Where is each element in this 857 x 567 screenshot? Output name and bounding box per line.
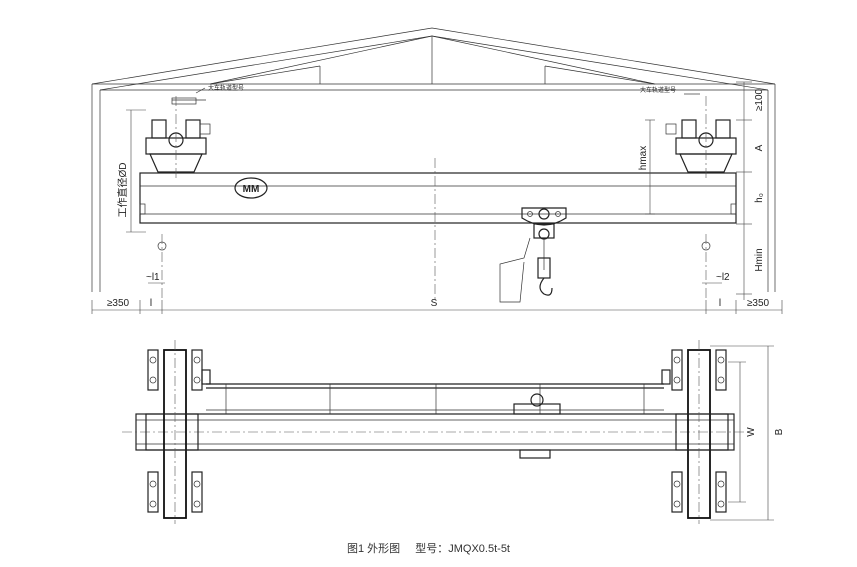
dim-W-B	[710, 345, 774, 521]
label-W: W	[746, 427, 757, 437]
building-columns	[91, 84, 776, 292]
logo-text: MM	[243, 184, 260, 195]
dim-span-row	[91, 300, 783, 314]
label-S: S	[431, 298, 438, 309]
label-hmax: hmax	[638, 146, 649, 170]
figure-caption: 图1 外形图 型号：JMQX0.5t-5t	[0, 540, 857, 556]
logo-badge: MM	[234, 177, 268, 199]
plan-hoist-trolley	[513, 393, 561, 459]
main-girder	[139, 172, 737, 224]
plan-end-carriage-right	[661, 340, 729, 524]
label-l-right: l	[719, 298, 721, 309]
label-Hmin: Hmin	[754, 248, 765, 271]
label-A: A	[754, 144, 765, 151]
rail-note-right: 大车轨道型号	[640, 86, 676, 94]
caption-model: 型号：JMQX0.5t-5t	[415, 543, 510, 555]
label-l-left: l	[150, 298, 152, 309]
end-carriage-right	[665, 93, 737, 180]
end-carriage-left	[145, 87, 211, 180]
dim-wheel-dia	[126, 109, 146, 233]
building-roof-truss	[91, 27, 776, 91]
rail-note-left: 大车轨道型号	[208, 84, 244, 92]
label-l2: ~l2	[716, 272, 730, 283]
dim-hmax	[645, 119, 655, 215]
label-l1: ~l1	[146, 272, 160, 283]
label-h0: h₀	[754, 193, 765, 203]
plan-girder	[122, 413, 748, 451]
electric-hoist	[499, 207, 567, 303]
caption-figure: 图1 外形图	[347, 543, 401, 555]
label-right-clear: ≥350	[747, 298, 770, 309]
label-B: B	[774, 428, 785, 435]
plan-handrail	[206, 383, 664, 414]
label-left-clear: ≥350	[107, 298, 130, 309]
dim-right-vertical	[736, 81, 752, 300]
label-wheel-dia: 工作直径ØD	[116, 163, 129, 218]
label-clear-top: ≥100	[754, 88, 765, 111]
plan-end-carriage-left	[145, 340, 211, 524]
buffer-marks	[157, 234, 711, 300]
